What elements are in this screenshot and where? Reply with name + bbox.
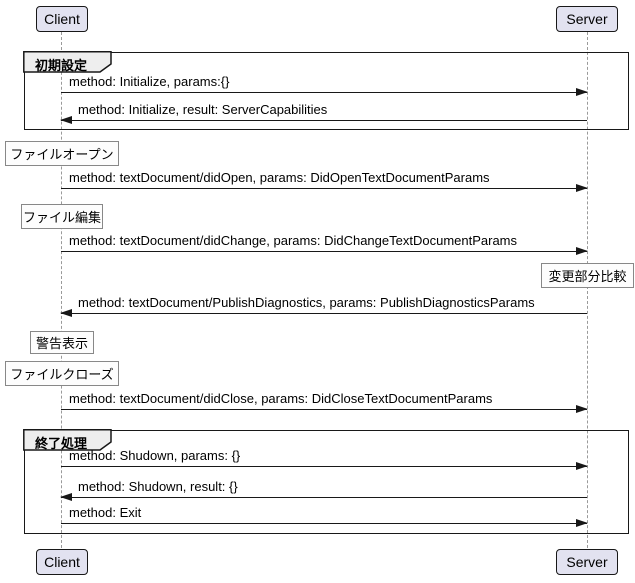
arrowhead-right-icon — [576, 404, 588, 413]
participant-server-bottom: Server — [556, 549, 618, 575]
message-label: method: textDocument/didOpen, params: Di… — [69, 170, 490, 185]
frame-label-shape — [23, 429, 113, 452]
participant-server-top: Server — [556, 6, 618, 32]
message-label: method: textDocument/didClose, params: D… — [69, 391, 493, 406]
message-arrow-line — [61, 461, 588, 470]
message-label: method: Initialize, params:{} — [69, 74, 230, 89]
note-warning-display: 警告表示 — [30, 331, 94, 354]
frame-label-shape — [23, 51, 113, 74]
message-arrow-line — [61, 183, 588, 192]
message-shutdown-response: method: Shudown, result: {} — [60, 479, 587, 501]
arrowhead-right-icon — [576, 246, 588, 255]
lifeline-server — [587, 32, 588, 548]
message-did-open: method: textDocument/didOpen, params: Di… — [61, 170, 588, 192]
message-did-close: method: textDocument/didClose, params: D… — [61, 391, 588, 413]
message-label: method: Exit — [69, 505, 142, 520]
message-label: method: textDocument/didChange, params: … — [69, 233, 518, 248]
message-arrow-line — [61, 404, 588, 413]
frame-shutdown-label: 終了処理 — [35, 436, 88, 451]
message-did-change: method: textDocument/didChange, params: … — [61, 233, 588, 255]
note-file-edit: ファイル編集 — [21, 204, 103, 229]
arrowhead-right-icon — [576, 461, 588, 470]
arrowhead-left-icon — [60, 308, 72, 317]
message-initialize-response: method: Initialize, result: ServerCapabi… — [60, 102, 587, 124]
frame-init: 初期設定 — [23, 51, 629, 130]
message-label: method: textDocument/PublishDiagnostics,… — [78, 295, 535, 310]
message-arrow-line — [61, 518, 588, 527]
message-arrow-line — [60, 115, 587, 124]
frame-init-label: 初期設定 — [35, 58, 88, 73]
message-publish-diagnostics: method: textDocument/PublishDiagnostics,… — [60, 295, 587, 317]
message-exit: method: Exit — [61, 505, 588, 527]
frame-shutdown: 終了処理 — [23, 429, 629, 534]
note-file-open: ファイルオープン — [5, 141, 119, 166]
message-arrow-line — [61, 87, 588, 96]
message-label: method: Shudown, params: {} — [69, 448, 241, 463]
note-diff-compare: 変更部分比較 — [541, 263, 634, 288]
message-label: method: Shudown, result: {} — [78, 479, 238, 494]
note-file-close: ファイルクローズ — [5, 361, 119, 386]
lifeline-client — [61, 32, 62, 548]
message-initialize-request: method: Initialize, params:{} — [61, 74, 588, 96]
arrowhead-left-icon — [60, 115, 72, 124]
arrowhead-right-icon — [576, 518, 588, 527]
message-arrow-line — [60, 492, 587, 501]
message-arrow-line — [60, 308, 587, 317]
arrowhead-right-icon — [576, 183, 588, 192]
message-label: method: Initialize, result: ServerCapabi… — [78, 102, 328, 117]
message-shutdown-request: method: Shudown, params: {} — [61, 448, 588, 470]
message-arrow-line — [61, 246, 588, 255]
participant-client-bottom: Client — [36, 549, 88, 575]
arrowhead-right-icon — [576, 87, 588, 96]
arrowhead-left-icon — [60, 492, 72, 501]
participant-client-top: Client — [36, 6, 88, 32]
